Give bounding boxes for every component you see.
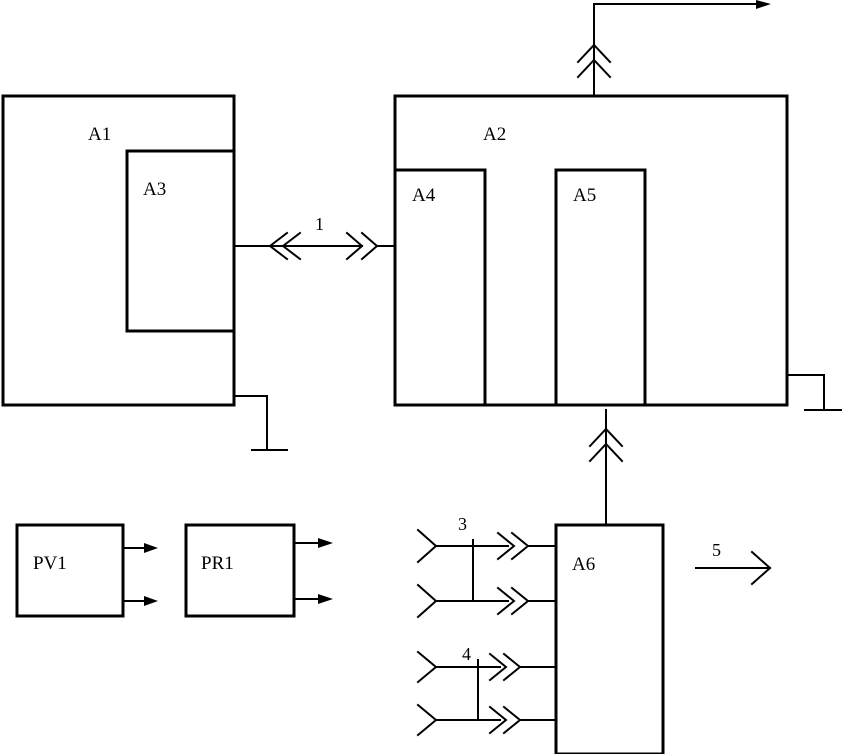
- label-pr1: PR1: [201, 553, 234, 574]
- pv1-output-arrow-1: [144, 543, 158, 553]
- output-connector-a2: [576, 3, 759, 97]
- block-a2: [393, 94, 789, 407]
- ground-symbol-a2: [786, 374, 842, 411]
- output-5: [695, 550, 772, 586]
- connection-1: [233, 231, 396, 261]
- block-a1: [1, 94, 236, 407]
- input-group-4: [416, 650, 557, 737]
- pr1-output-arrow-1: [318, 538, 333, 548]
- label-a5: A5: [573, 185, 596, 206]
- label-a6: A6: [572, 554, 595, 575]
- label-connection-4: 4: [462, 644, 471, 664]
- label-connection-1: 1: [315, 214, 324, 234]
- output-arrow-head: [756, 0, 771, 9]
- label-a3: A3: [143, 179, 166, 200]
- label-a2: A2: [483, 124, 506, 145]
- block-a5: [554, 168, 647, 407]
- block-a6: [554, 523, 665, 754]
- label-connection-3: 3: [458, 514, 467, 534]
- ground-symbol-a1: [233, 395, 288, 451]
- pv1-output-arrow-2: [144, 596, 158, 606]
- block-a3: [125, 149, 236, 333]
- label-connection-5: 5: [712, 540, 721, 560]
- connection-a6-a2: [588, 409, 624, 526]
- input-group-3: [416, 528, 557, 619]
- label-a4: A4: [412, 185, 436, 206]
- block-pr1: [184, 523, 321, 618]
- pr1-output-arrow-2: [318, 594, 333, 604]
- label-a1: A1: [88, 124, 111, 145]
- block-a4: [393, 168, 487, 407]
- label-pv1: PV1: [33, 553, 67, 574]
- block-pv1: [15, 523, 147, 618]
